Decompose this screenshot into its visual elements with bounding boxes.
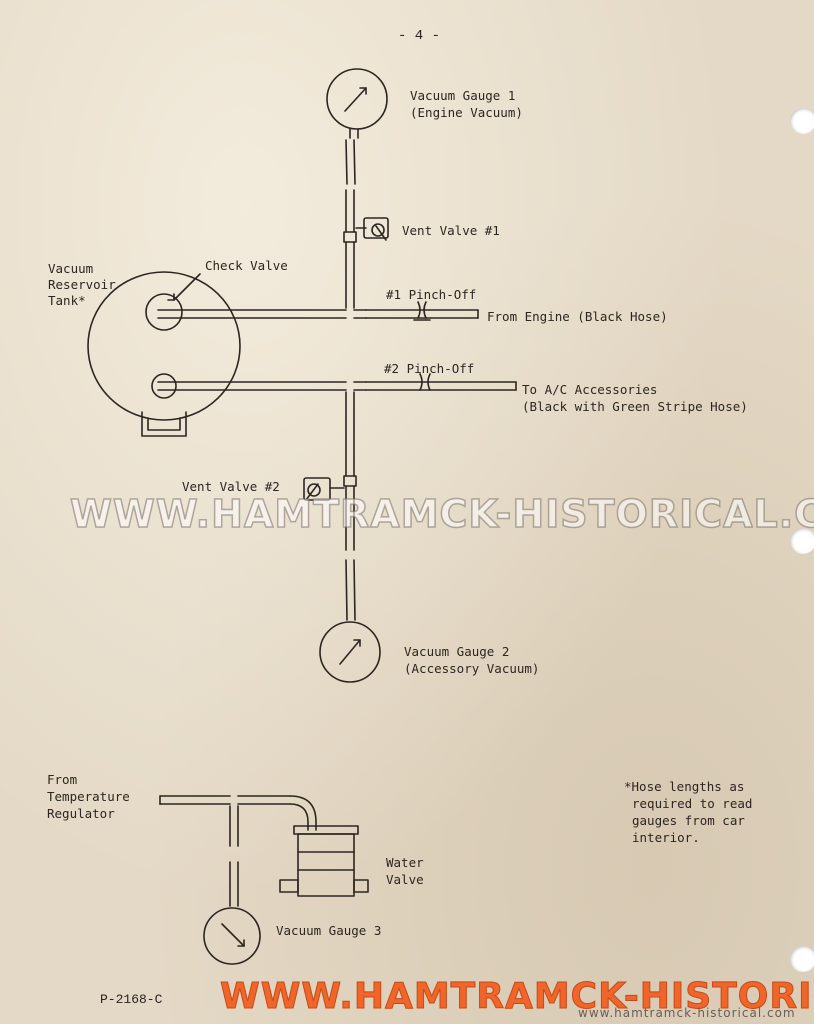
document-code: P-2168-C: [100, 992, 163, 1007]
hose-accessory-line: [157, 373, 517, 391]
gauge1-label-line2: (Engine Vacuum): [410, 105, 523, 120]
binder-hole-middle: [790, 528, 814, 554]
vacuum-gauge-1: [326, 68, 388, 139]
from-temp-label-line1: From: [47, 772, 78, 787]
gauge2-label-line1: Vacuum Gauge 2: [404, 644, 510, 659]
from-temp-label-line2: Temperature: [47, 789, 130, 804]
gauge1-label-line1: Vacuum Gauge 1: [410, 88, 516, 103]
vent-valve-2-label: Vent Valve #2: [182, 479, 280, 494]
note-line2: required to read: [632, 796, 753, 811]
check-valve-label: Check Valve: [205, 258, 288, 273]
tank-label-line2: Reservoir: [48, 277, 116, 292]
watermark-small-url: www.hamtramck-historical.com: [578, 1006, 796, 1020]
watermark-center: WWW.HAMTRAMCK-HISTORICAL.COM: [69, 491, 814, 537]
tank-label-line3: Tank*: [48, 293, 86, 308]
hose-temperature-regulator: [159, 795, 317, 907]
binder-hole-bottom: [790, 946, 814, 972]
gauge3-label: Vacuum Gauge 3: [276, 923, 382, 938]
pinch-off-2-label: #2 Pinch-Off: [384, 361, 475, 376]
gauge2-label-line2: (Accessory Vacuum): [404, 661, 540, 676]
watermark-bottom: WWW.HAMTRAMCK-HISTORICAL.COM: [219, 976, 814, 1018]
water-valve-label-line1: Water: [386, 855, 424, 870]
vacuum-gauge-2: [319, 621, 381, 683]
from-temp-label-line3: Regulator: [47, 806, 115, 821]
note-line4: interior.: [632, 830, 700, 845]
pinch-off-1-label: #1 Pinch-Off: [386, 287, 477, 302]
vent-valve-2: [303, 477, 345, 501]
to-ac-label-line2: (Black with Green Stripe Hose): [522, 399, 748, 414]
page-number: - 4 -: [398, 28, 441, 44]
hose-tee-to-gauge2: [343, 391, 357, 621]
water-valve: [279, 825, 369, 897]
hose-engine-line: [157, 301, 479, 321]
note-line1: *Hose lengths as: [624, 779, 745, 794]
vent-valve-1: [355, 217, 389, 241]
vacuum-reservoir-tank: [87, 271, 241, 437]
tank-label-line1: Vacuum: [48, 261, 94, 276]
binder-hole-top: [790, 108, 814, 134]
note-line3: gauges from car: [632, 813, 745, 828]
hose-gauge1-to-tee: [343, 139, 357, 309]
from-engine-label: From Engine (Black Hose): [487, 309, 668, 324]
vent-valve-1-label: Vent Valve #1: [402, 223, 500, 238]
vacuum-gauge-3: [203, 907, 261, 965]
water-valve-label-line2: Valve: [386, 872, 424, 887]
to-ac-label-line1: To A/C Accessories: [522, 382, 658, 397]
